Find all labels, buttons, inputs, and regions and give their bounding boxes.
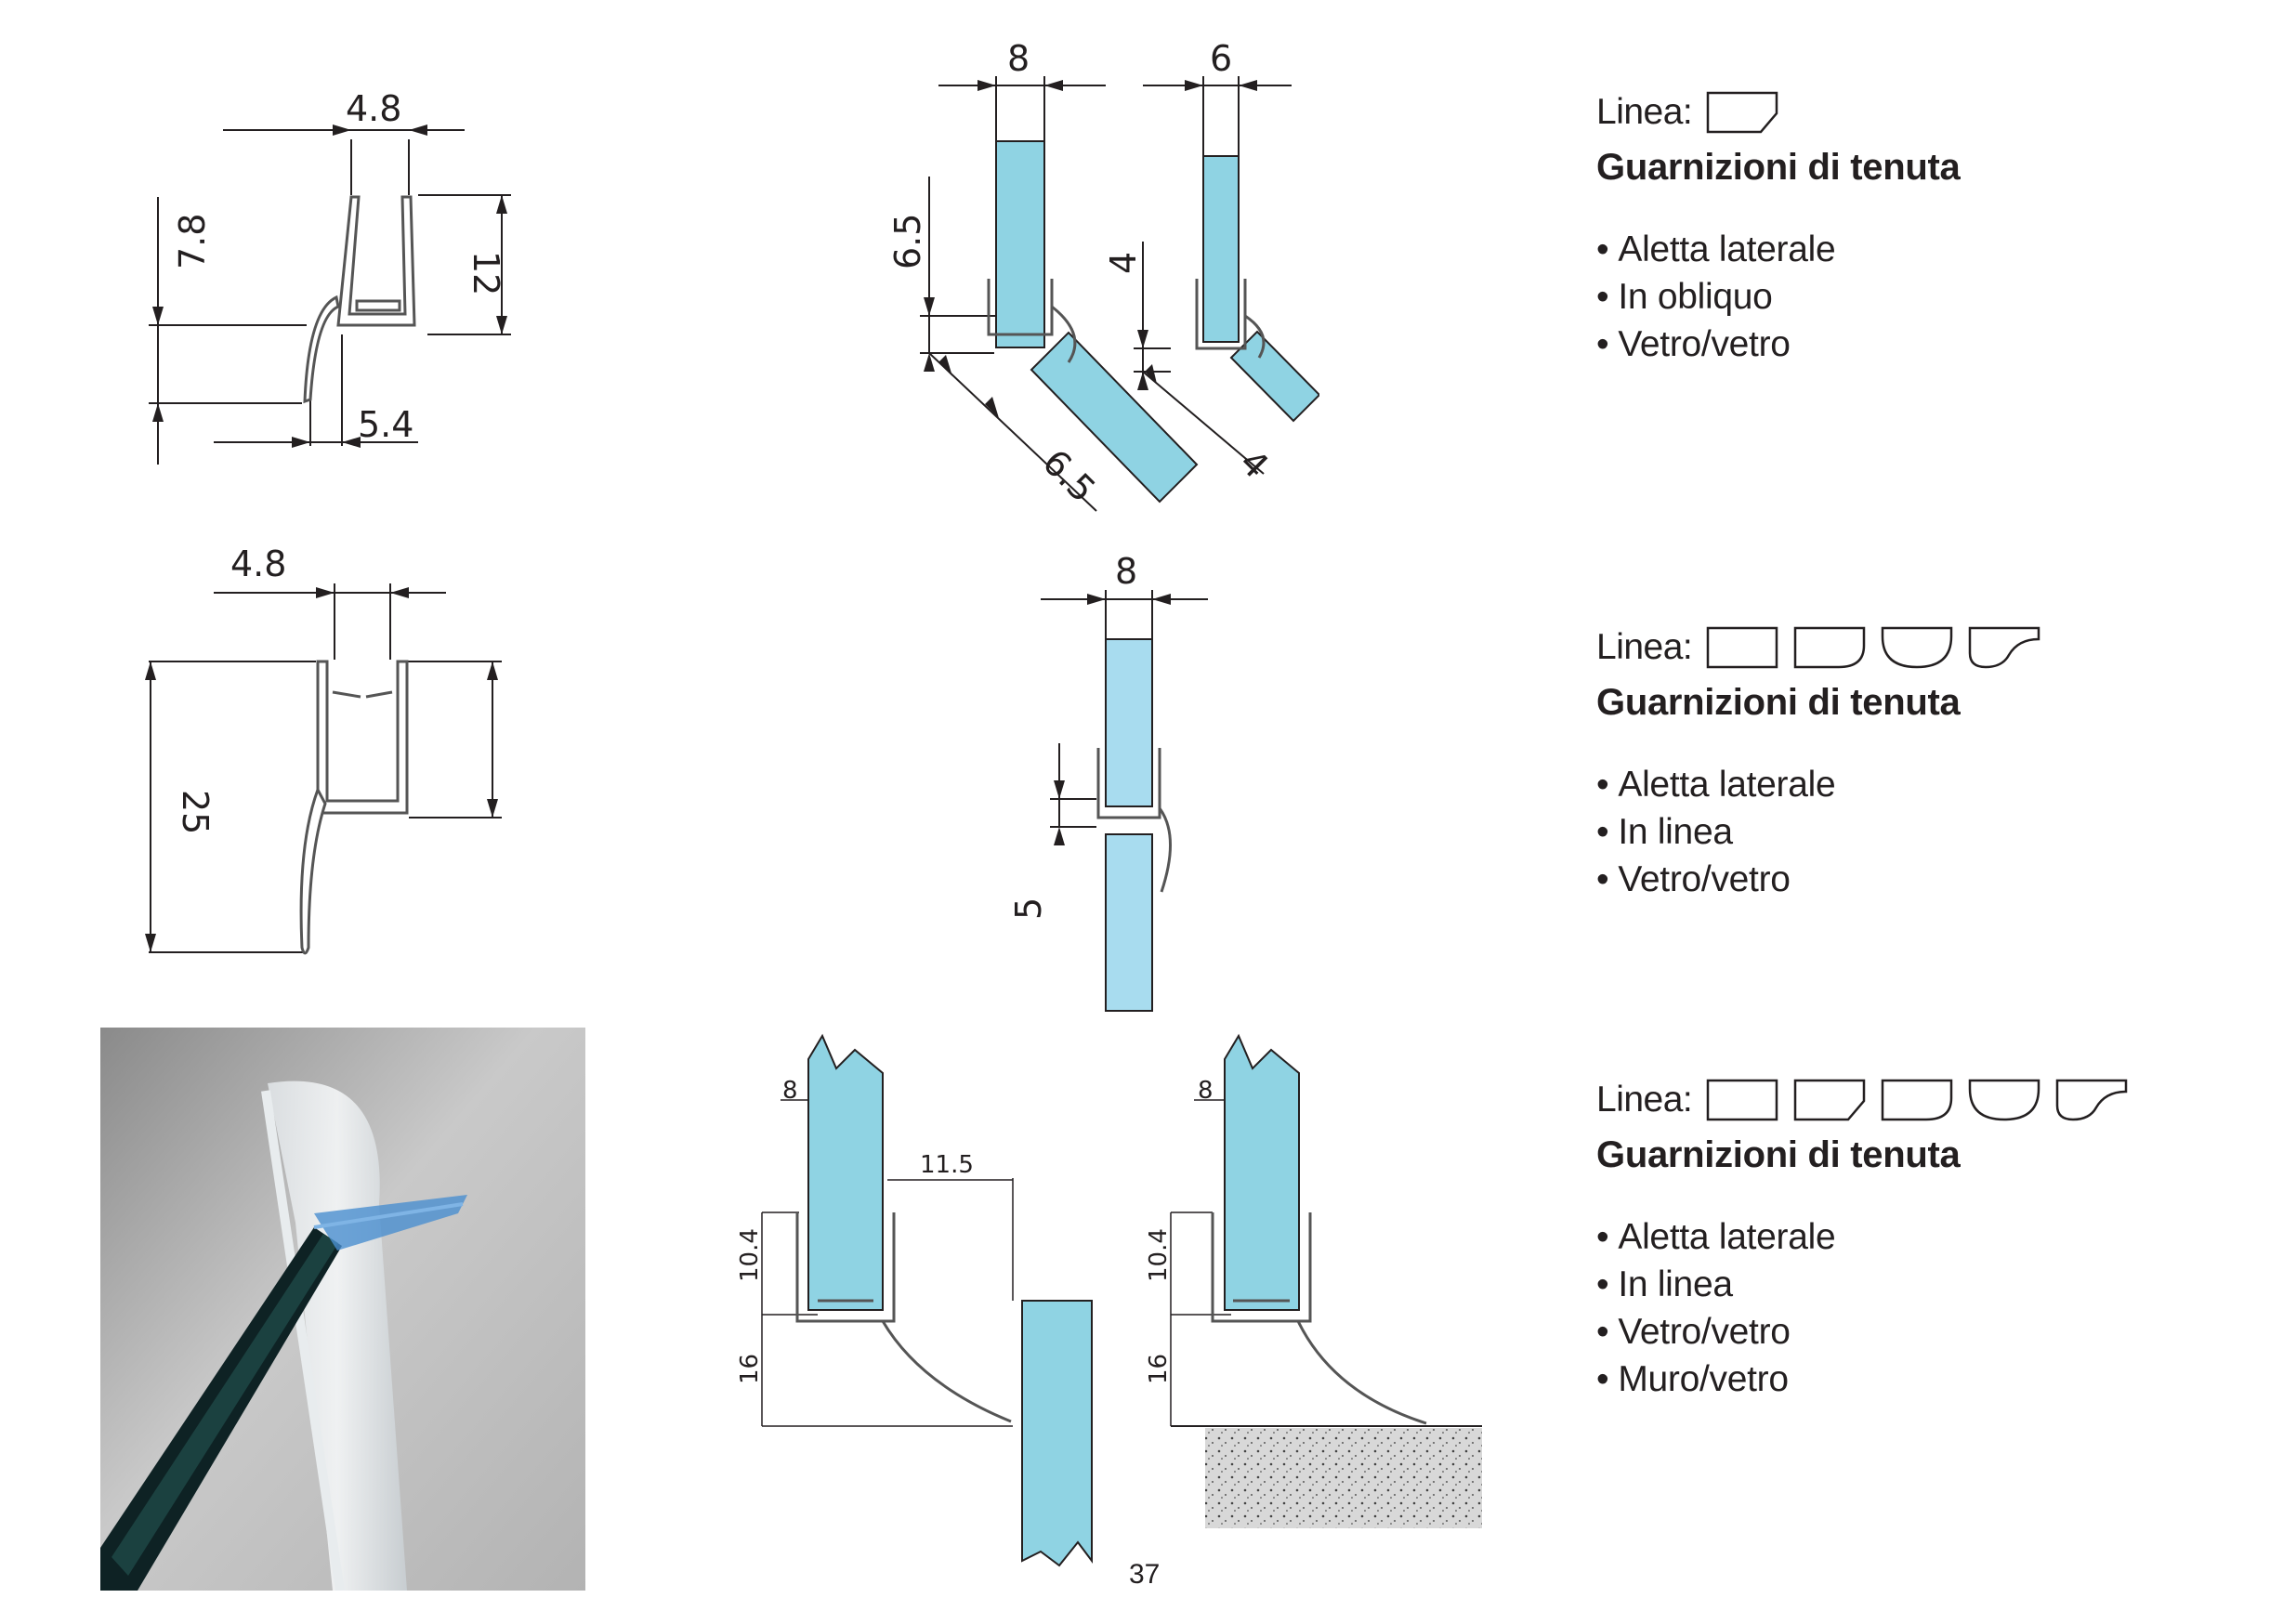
dim-install1-b-width: 6 [1210,38,1232,79]
linea-label: Linea: [1596,1080,1693,1120]
feature-list: Aletta laterale In linea Vetro/vetro Mur… [1596,1213,2247,1403]
install-drawing-3b: 8 10.4 16 [1145,1033,1482,1528]
rounded-right-edge-icon [1794,626,1866,669]
feature-item: Aletta laterale [1596,1213,2247,1261]
feature-list: Aletta laterale In linea Vetro/vetro [1596,761,2247,903]
straight-corner-edge-icon [1707,91,1778,134]
rect-edge-icon [1707,1079,1778,1121]
dim-install3a-width: 8 [782,1077,798,1105]
install-drawing-3a: 8 11.5 10.4 16 [736,1033,1093,1567]
dim-profile2-h-total: 25 [175,790,216,834]
dim-install1-b-h: 4 [1103,252,1144,274]
linea-row: Linea: [1596,1075,2247,1125]
dim-install3a-gap: 11.5 [920,1151,974,1179]
profile-drawing-2: 4.8 25 12 [145,544,511,955]
dim-profile1-h-right: 12 [466,251,506,295]
dim-profile1-fin: 5.4 [358,404,413,445]
profile-drawing-1: 4.8 7.8 12 5.4 [149,88,511,465]
dim-install3a-h1: 10.4 [736,1228,764,1282]
feature-item: In linea [1596,1261,2247,1308]
product-title: Guarnizioni di tenuta [1596,147,1961,188]
linea-label: Linea: [1596,627,1693,667]
dim-install3b-h2: 16 [1145,1354,1173,1384]
install-drawing-2: 8 5 [1008,551,1208,1012]
page-number: 37 [1129,1559,1161,1590]
dim-install3b-h1: 10.4 [1145,1228,1173,1282]
dim-profile1-width: 4.8 [346,88,401,129]
feature-item: Vetro/vetro [1596,321,2247,368]
feature-item: Muro/vetro [1596,1356,2247,1403]
linea-row: Linea: [1596,87,2247,138]
dim-install3b-width: 8 [1198,1077,1214,1105]
rect-edge-icon [1707,626,1778,669]
dim-install1-a-d: 6.5 [1035,441,1104,510]
linea-label: Linea: [1596,92,1693,132]
feature-list: Aletta laterale In obliquo Vetro/vetro [1596,226,2247,368]
dim-profile2-width: 4.8 [230,544,286,584]
dim-install1-a-width: 8 [1007,38,1030,79]
dim-profile1-h-left: 7.8 [172,214,213,269]
feature-item: In linea [1596,808,2247,856]
product-block-2: Linea: Guarnizioni di tenuta Aletta late… [1596,622,2247,903]
product-block-3: Linea: Guarnizioni di tenuta Aletta late… [1596,1075,2247,1403]
product-title: Guarnizioni di tenuta [1596,682,1961,723]
dim-install3a-h2: 16 [736,1354,764,1384]
install-drawing-1: 8 6 6.5 6.5 4 4 [892,38,1319,512]
feature-item: Aletta laterale [1596,226,2247,273]
rounded-right-edge-icon [1882,1079,1953,1121]
feature-item: Vetro/vetro [1596,1308,2247,1356]
half-round-edge-icon [1969,1079,2040,1121]
dim-install2-width: 8 [1115,551,1137,592]
seal-profile-photo [100,1028,585,1591]
product-title: Guarnizioni di tenuta [1596,1134,1961,1175]
linea-row: Linea: [1596,622,2247,673]
dim-profile2-h-right: 12 [503,725,511,769]
dim-install1-b-d: 4 [1232,441,1277,486]
feature-item: In obliquo [1596,273,2247,321]
feature-item: Aletta laterale [1596,761,2247,808]
ogee-edge-icon [2056,1079,2128,1121]
feature-item: Vetro/vetro [1596,856,2247,903]
dim-install1-a-h: 6.5 [892,214,928,269]
product-block-1: Linea: Guarnizioni di tenuta Aletta late… [1596,87,2247,368]
straight-corner-edge-icon [1794,1079,1866,1121]
half-round-edge-icon [1882,626,1953,669]
ogee-edge-icon [1969,626,2040,669]
dim-install2-gap: 5 [1008,897,1049,920]
